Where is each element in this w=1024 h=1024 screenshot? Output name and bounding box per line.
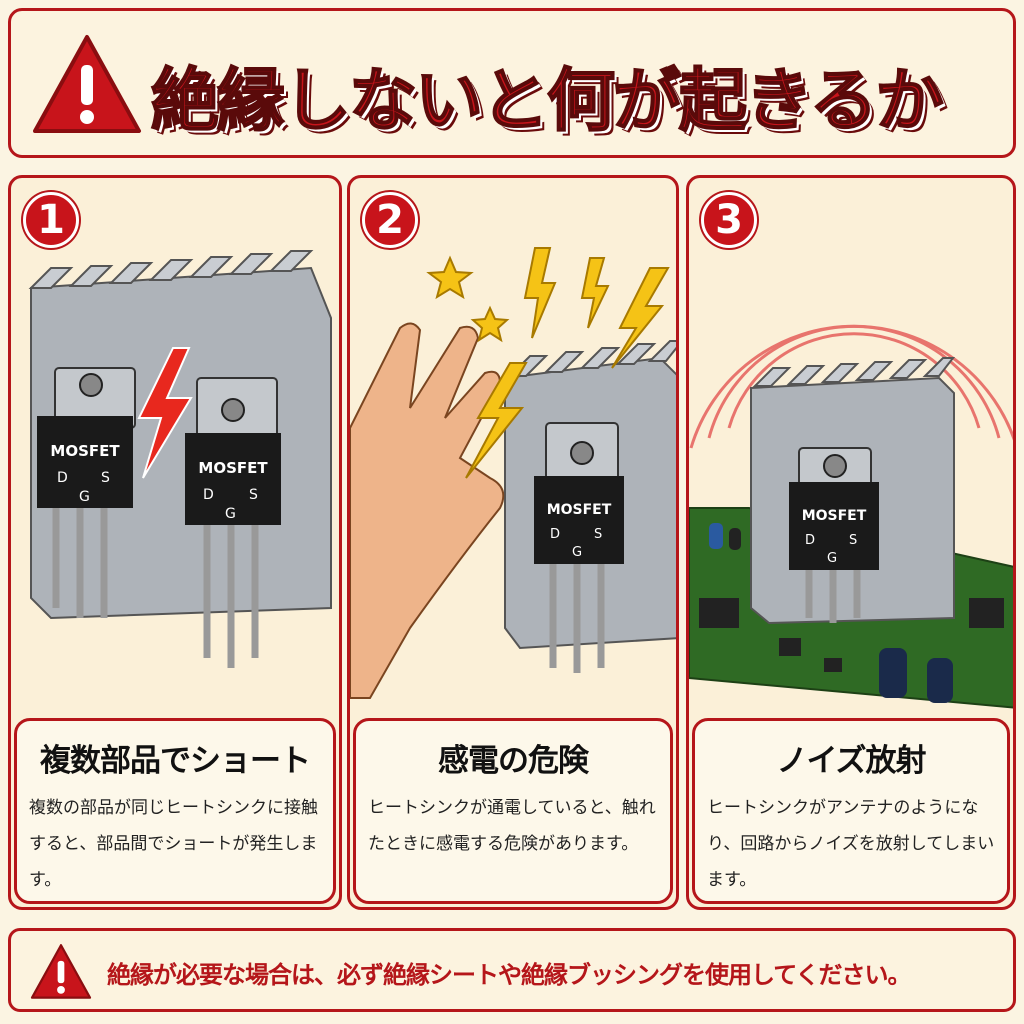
spark-icons (426, 247, 670, 479)
title-banner: 絶縁しないと何が起きるか (8, 8, 1016, 158)
info-card: 複数部品でショート 複数の部品が同じヒートシンクに接触すると、部品間でショートが… (14, 718, 336, 904)
card-description: ヒートシンクが通電していると、触れたときに感電する危険があります。 (368, 798, 656, 854)
electric-shock-illustration: MOSFET D S G (350, 247, 676, 699)
mosfet: MOSFET D S G (534, 422, 624, 673)
card-title: 複数部品でショート (40, 743, 311, 779)
mosfet-right: MOSFET D S G (185, 377, 281, 668)
mosfet-label: MOSFET (547, 502, 612, 518)
card-description: ヒートシンクがアンテナのようになり、回路からノイズを放射してしまいます。 (707, 798, 995, 890)
pin-s-label: S (249, 487, 258, 503)
pin-g-label: G (79, 489, 90, 505)
noise-radiation-illustration: MOSFET D S G (689, 324, 1013, 709)
mosfet-label: MOSFET (198, 459, 268, 477)
radiation-waves (689, 324, 1013, 449)
info-card: 感電の危険 ヒートシンクが通電していると、触れたときに感電する危険があります。 (353, 718, 673, 904)
warning-triangle-icon (30, 944, 92, 999)
pin-s-label: S (849, 533, 857, 548)
pin-g-label: G (572, 545, 582, 560)
panel-electric-shock: MOSFET D S G 2 感電の危険 ヒートシンクが通電していると、触れたと… (347, 175, 679, 910)
info-card: ノイズ放射 ヒートシンクがアンテナのようになり、回路からノイズを放射してしまいま… (692, 718, 1010, 904)
warning-footer: 絶縁が必要な場合は、必ず絶縁シートや絶縁ブッシングを使用してください。 (8, 928, 1016, 1012)
pin-s-label: S (101, 470, 110, 486)
mosfet-left: MOSFET D S G (37, 367, 136, 618)
pin-d-label: D (203, 487, 214, 503)
hand-illustration (350, 322, 505, 699)
step-number: 2 (362, 192, 418, 248)
lightning-icon (137, 347, 193, 479)
step-number: 3 (701, 192, 757, 248)
pin-g-label: G (225, 506, 236, 522)
panel-short-circuit: MOSFET D S G MOSFET D S G 1 複数部品でショート 複数… (8, 175, 342, 910)
heatsink-short-illustration: MOSFET D S G MOSFET D S G (28, 250, 332, 668)
warning-triangle-icon (33, 35, 141, 133)
page-title: 絶縁しないと何が起きるか (150, 61, 945, 142)
warning-message: 絶縁が必要な場合は、必ず絶縁シートや絶縁ブッシングを使用してください。 (107, 961, 912, 989)
panel-noise-radiation: MOSFET D S G 3 ノイズ放射 ヒートシンクがアンテナのようになり、回… (686, 175, 1016, 910)
mosfet: MOSFET D S G (789, 447, 879, 623)
step-number: 1 (23, 192, 79, 248)
circuit-components (699, 523, 1004, 703)
card-title: 感電の危険 (438, 743, 589, 779)
mosfet-label: MOSFET (50, 442, 120, 460)
card-description: 複数の部品が同じヒートシンクに接触すると、部品間でショートが発生します。 (29, 798, 318, 890)
pin-g-label: G (827, 551, 837, 566)
mosfet-label: MOSFET (802, 508, 867, 524)
pin-s-label: S (594, 527, 602, 542)
card-title: ノイズ放射 (776, 743, 926, 779)
pin-d-label: D (805, 533, 815, 548)
pin-d-label: D (550, 527, 560, 542)
pin-d-label: D (57, 470, 68, 486)
